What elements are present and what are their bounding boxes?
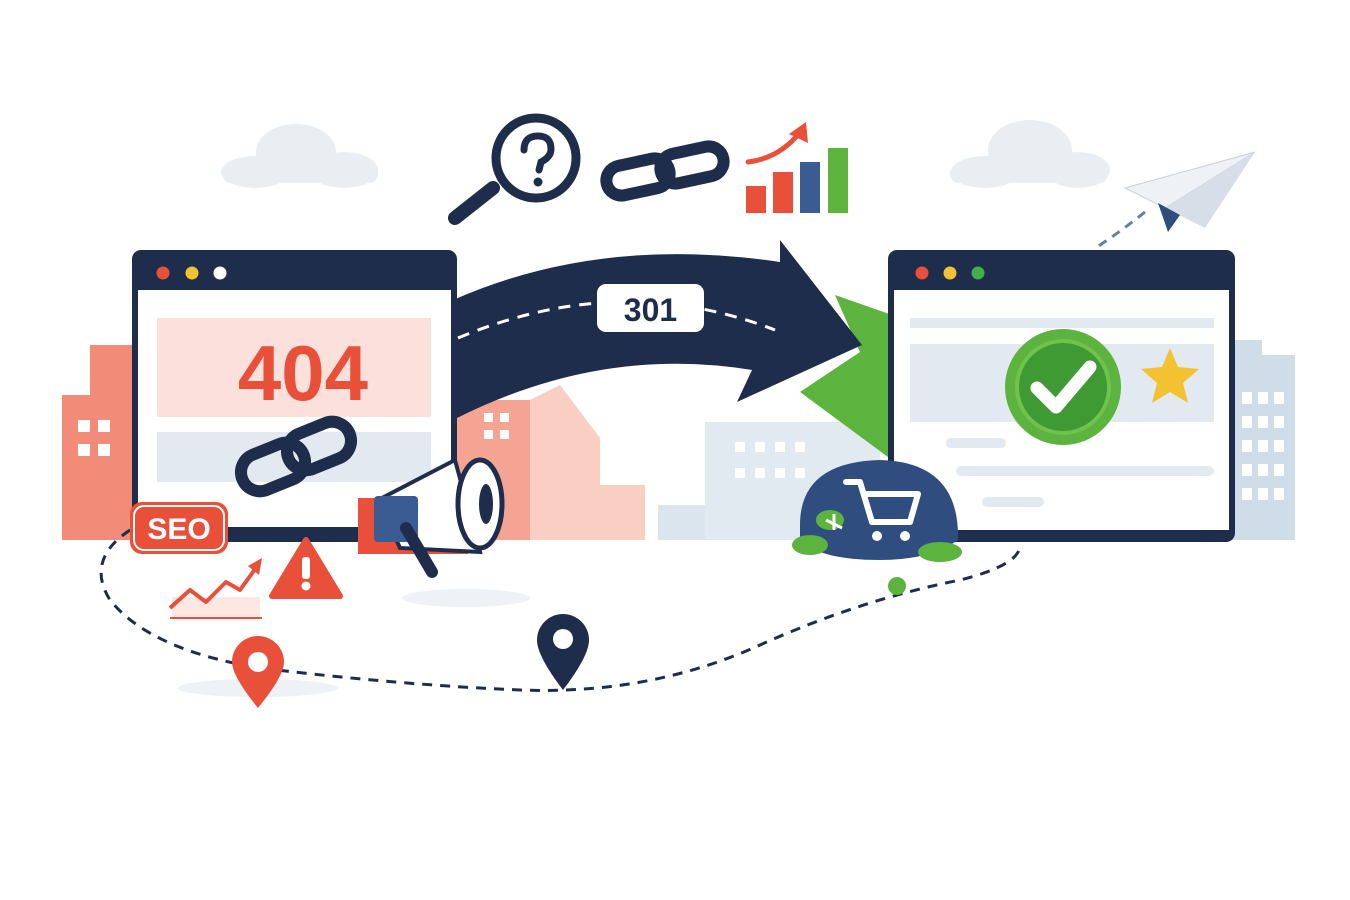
arrow-dashed-path xyxy=(457,300,776,340)
broken-link-icon xyxy=(235,415,357,498)
seo-badge: SEO xyxy=(130,502,228,554)
cloud-icon xyxy=(950,120,1110,188)
green-arrow-wedge xyxy=(800,295,892,460)
window-maximize-dot xyxy=(971,266,985,280)
broken-page-window: 404 xyxy=(132,250,457,542)
bar-chart-growth-icon xyxy=(745,122,848,213)
error-banner xyxy=(157,318,431,417)
window-close-dot xyxy=(156,266,170,280)
journey-path xyxy=(99,528,1022,692)
megaphone-icon xyxy=(358,457,505,578)
window-maximize-dot xyxy=(213,266,227,280)
window-minimize-dot xyxy=(943,266,957,280)
check-icon xyxy=(1005,329,1121,445)
magnifier-question-icon xyxy=(448,113,581,225)
window-minimize-dot xyxy=(185,266,199,280)
location-pin-icon xyxy=(232,636,284,708)
redirect-code-badge: 301 xyxy=(597,284,704,332)
cloud-icon xyxy=(221,124,378,188)
chain-link-icon xyxy=(600,140,730,202)
city-buildings-left xyxy=(62,345,645,540)
star-icon xyxy=(1141,348,1199,403)
warning-icon xyxy=(269,537,343,599)
seo-label: SEO xyxy=(147,513,210,546)
location-pin-icon xyxy=(537,614,589,690)
shopping-cart-icon xyxy=(792,460,962,595)
trend-line-icon xyxy=(168,558,262,619)
paper-plane-icon xyxy=(1096,151,1256,249)
redirect-code: 301 xyxy=(624,292,677,328)
window-close-dot xyxy=(915,266,929,280)
error-code: 404 xyxy=(238,329,368,417)
